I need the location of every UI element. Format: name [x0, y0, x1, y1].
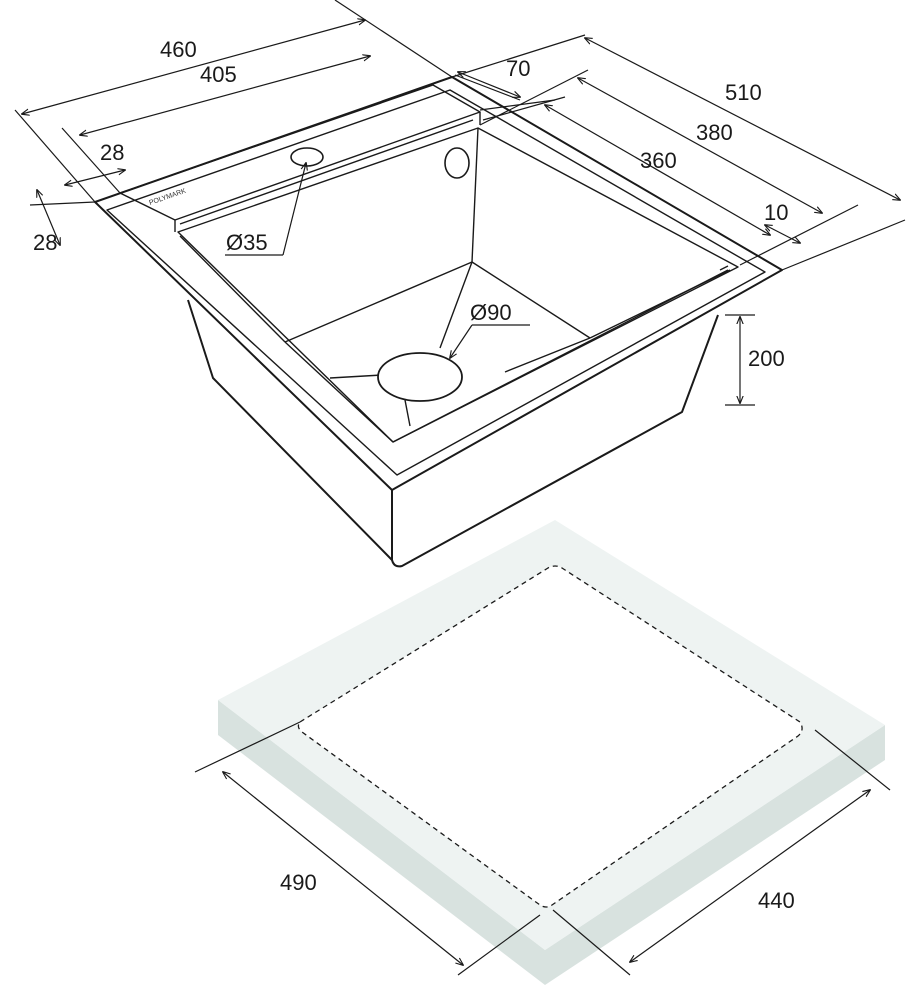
sink-body-front: [391, 314, 719, 568]
dim-line-405: [80, 56, 370, 135]
overflow-hole: [444, 147, 470, 179]
sink-outer-rim: [94, 76, 783, 491]
dim-label-drain: Ø90: [470, 300, 512, 325]
sink-right-rim-strip: [392, 265, 729, 443]
dim-line-70: [458, 72, 520, 97]
brand-label: POLYMARK: [148, 188, 187, 207]
dim-label-200: 200: [748, 346, 785, 371]
dim-label-tap-hole: Ø35: [226, 230, 268, 255]
dim-label-510: 510: [725, 80, 762, 105]
dim-line-28-front: [37, 190, 60, 245]
sink: POLYMARK: [94, 76, 783, 568]
dim-line-440: [630, 790, 870, 962]
dim-label-10: 10: [764, 200, 788, 225]
dim-label-460: 460: [160, 37, 197, 62]
leader-tap-hole: [282, 163, 306, 256]
dim-label-70: 70: [506, 56, 530, 81]
dim-label-440: 440: [758, 888, 795, 913]
dim-label-405: 405: [200, 62, 237, 87]
sink-bowl-wall-front-edge: [284, 341, 394, 443]
sink-bowl-wall-left-edge: [179, 235, 286, 343]
sink-bowl-wall-right-edge: [589, 269, 731, 339]
sink-bowl-opening-inner: [179, 119, 474, 225]
cutout-template: [218, 520, 885, 985]
tap-hole: [290, 147, 324, 167]
dim-label-360: 360: [640, 148, 677, 173]
dim-label-28-front: 28: [33, 230, 57, 255]
sink-floor-ribs: [329, 261, 591, 427]
sink-bowl-wall-top-edge: [471, 127, 479, 263]
leader-drain: [450, 324, 473, 358]
dim-line-28-left: [65, 170, 125, 185]
sink-bowl-opening: [177, 127, 739, 443]
dim-line-360: [545, 105, 770, 235]
sink-rear-deck-step: [174, 112, 481, 232]
sink-bowl-back-wall: [284, 261, 591, 343]
dim-label-380: 380: [696, 120, 733, 145]
cutout-dimensions: 490 440: [194, 721, 891, 976]
drain-hole: [377, 352, 463, 402]
dim-label-28-left: 28: [100, 140, 124, 165]
dim-line-510: [585, 38, 900, 200]
sink-dimensions: 460 405 28 28 Ø35 70 510 380 360: [14, 0, 906, 406]
dim-line-490: [223, 772, 463, 965]
sink-body-left: [187, 299, 393, 561]
dim-line-460: [22, 20, 365, 114]
dim-label-490: 490: [280, 870, 317, 895]
cutout-opening: [297, 565, 803, 908]
dim-line-10: [765, 225, 800, 243]
